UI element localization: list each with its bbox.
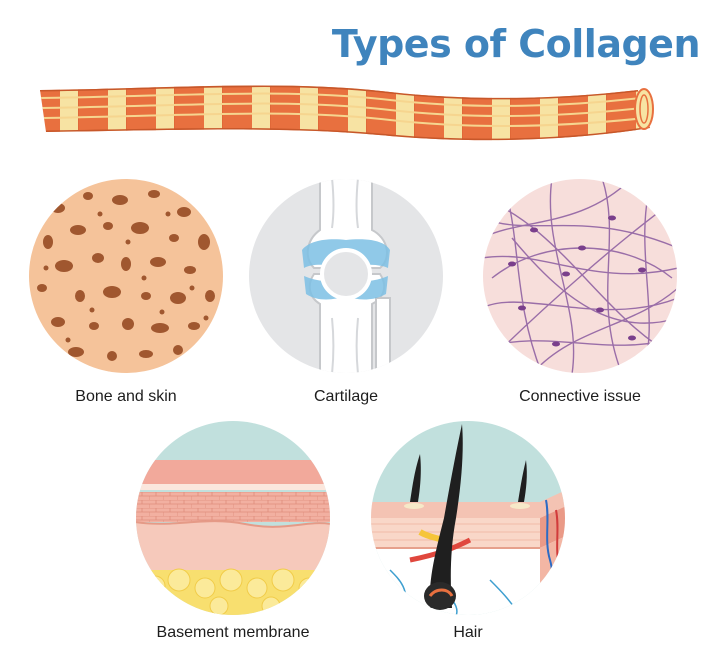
panel-hair bbox=[370, 420, 566, 616]
bone-tissue-illustration bbox=[29, 179, 223, 373]
collagen-fiber-illustration bbox=[40, 85, 654, 141]
label-basement-membrane: Basement membrane bbox=[156, 624, 310, 641]
label-hair: Hair bbox=[453, 624, 483, 641]
page-title: Types of Collagen bbox=[331, 22, 701, 66]
label-connective-tissue: Connective issue bbox=[519, 388, 641, 405]
connective-tissue-illustration bbox=[483, 179, 677, 373]
panel-bone-and-skin bbox=[28, 178, 224, 374]
panel-cartilage bbox=[248, 178, 444, 374]
basement-membrane-illustration bbox=[136, 421, 330, 615]
panel-basement-membrane bbox=[135, 420, 331, 616]
knee-joint-illustration bbox=[249, 179, 443, 373]
label-cartilage: Cartilage bbox=[313, 388, 379, 405]
label-bone-and-skin: Bone and skin bbox=[75, 388, 177, 405]
panel-connective-tissue bbox=[482, 178, 678, 374]
hair-follicle-illustration bbox=[371, 421, 565, 615]
